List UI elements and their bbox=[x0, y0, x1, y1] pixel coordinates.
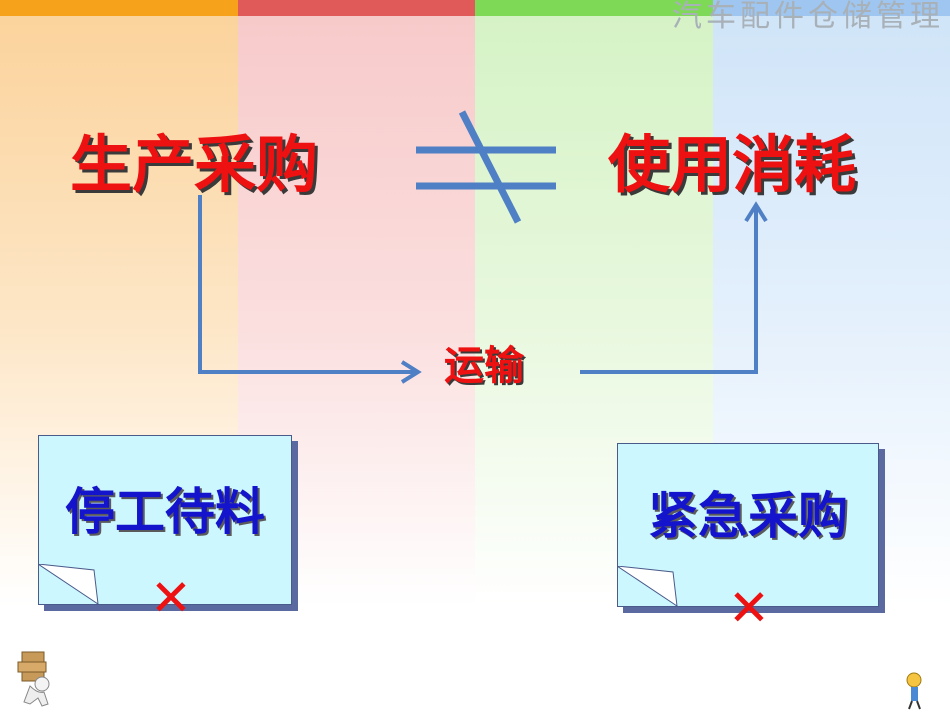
flow-arrow-right bbox=[580, 205, 766, 372]
mascot-figure-icon bbox=[902, 672, 930, 710]
x-mark-icon: ✕ bbox=[728, 582, 770, 634]
note-label-urgent: 紧急采购 bbox=[618, 476, 878, 548]
flow-arrow-left bbox=[200, 195, 418, 382]
not-equal-symbol bbox=[416, 112, 556, 222]
note-fold-corner bbox=[617, 566, 679, 608]
note-label-stoppage: 停工待料 bbox=[39, 472, 291, 544]
person-carrying-boxes-icon bbox=[8, 650, 60, 708]
x-mark-icon: ✕ bbox=[150, 572, 192, 624]
note-fold-corner bbox=[38, 564, 100, 606]
